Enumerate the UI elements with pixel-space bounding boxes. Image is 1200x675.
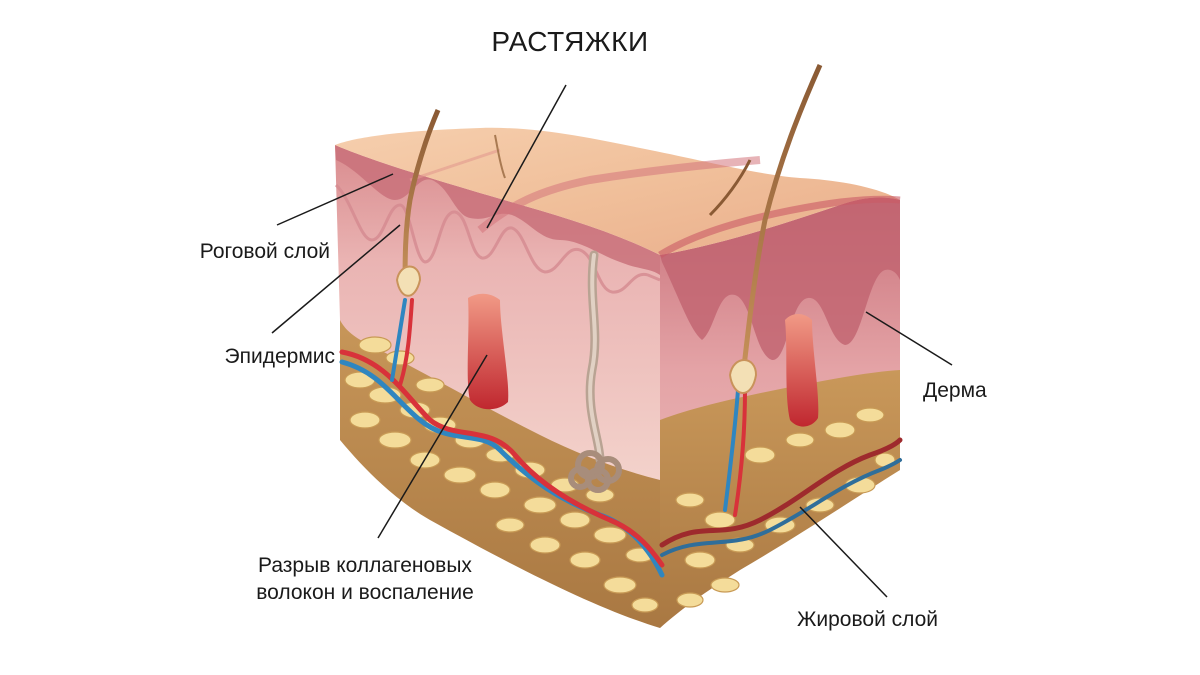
label-collagen-tear: Разрыв коллагеновых волокон и воспаление: [200, 552, 530, 606]
blood-vessels: [339, 298, 903, 578]
leader-line-stratum-corneum: [276, 173, 394, 226]
diagram-title: РАСТЯЖКИ: [491, 26, 649, 57]
leader-line-epidermis: [271, 224, 401, 334]
label-dermis: Дерма: [923, 379, 987, 402]
label-fat-layer: Жировой слой: [797, 608, 939, 631]
label-collagen-tear-line2: волокон и воспаление: [256, 581, 474, 604]
label-collagen-tear-line1: Разрыв коллагеновых: [258, 554, 472, 577]
label-stratum-corneum: Роговой слой: [199, 240, 330, 263]
leader-line-collagen: [377, 354, 488, 539]
hair-follicles: [395, 63, 823, 394]
leader-line-dermis: [865, 311, 953, 366]
leader-line-fat-layer: [799, 506, 888, 598]
label-epidermis: Эпидермис: [224, 345, 335, 368]
top-surface: [335, 127, 901, 258]
leader-lines: [271, 84, 953, 598]
leader-line-title: [486, 84, 567, 229]
fat-cells: [344, 336, 896, 613]
sweat-gland: [568, 250, 622, 493]
collagen-tears: [467, 293, 819, 427]
